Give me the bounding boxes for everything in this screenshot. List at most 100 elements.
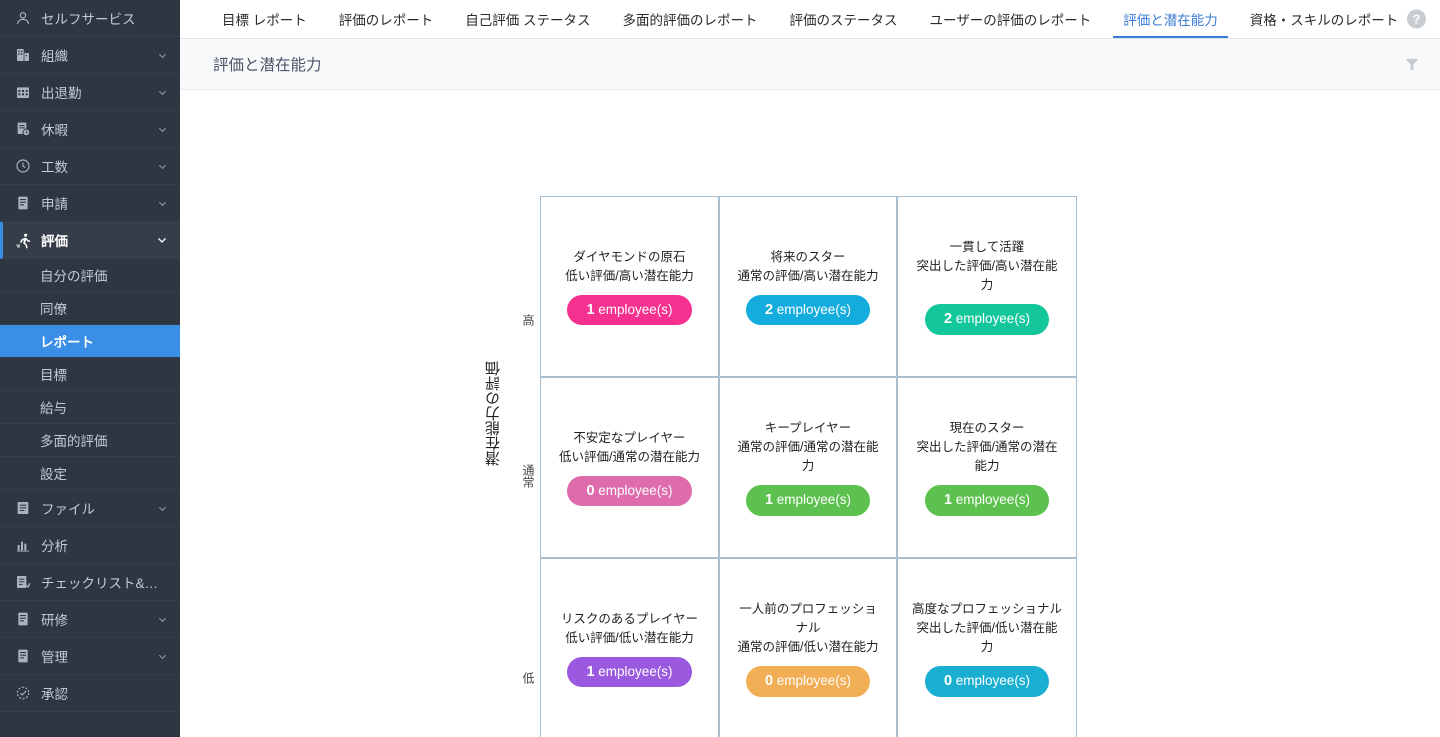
sidebar-subitem-goals[interactable]: 目標: [0, 358, 180, 391]
employee-unit-label: employee(s): [955, 492, 1031, 508]
chevron-down-icon: [156, 613, 168, 625]
sidebar-item-organization[interactable]: 組織: [0, 37, 180, 74]
matrix-cell: ダイヤモンドの原石 低い評価/高い潜在能力 1 employee(s): [540, 196, 719, 377]
tab-self-evaluation-status[interactable]: 自己評価 ステータス: [455, 0, 600, 38]
tab-goal-report[interactable]: 目標 レポート: [212, 0, 317, 38]
employee-count-badge[interactable]: 0 employee(s): [745, 666, 871, 697]
sidebar-item-label: 研修: [41, 613, 68, 628]
matrix-cell: リスクのあるプレイヤー 低い評価/低い潜在能力 1 employee(s): [540, 558, 719, 737]
tab-evaluation-status[interactable]: 評価のステータス: [780, 0, 908, 38]
sidebar-item-label: 承認: [41, 687, 68, 702]
cell-subtitle: 通常の評価/通常の潜在能力: [737, 440, 879, 474]
chevron-down-icon: [156, 234, 168, 246]
tab-label: 評価のレポート: [338, 13, 434, 28]
analytics-icon: [14, 536, 32, 554]
employee-count-badge[interactable]: 2 employee(s): [745, 294, 871, 326]
page-title: 評価と潜在能力: [213, 57, 322, 74]
sidebar-item-label: 工数: [41, 160, 68, 175]
sidebar-item-leave[interactable]: 休暇: [0, 111, 180, 148]
y-tick-low: 低: [521, 672, 535, 684]
cell-title: キープレイヤー: [764, 421, 852, 436]
matrix-cell: 一貫して活躍 突出した評価/高い潜在能力 2 employee(s): [897, 196, 1077, 377]
tab-user-evaluation-report[interactable]: ユーザーの評価のレポート: [920, 0, 1102, 38]
sidebar-item-label: 評価: [41, 234, 68, 249]
sidebar-item-evaluation[interactable]: 評価: [0, 222, 180, 259]
chevron-down-icon: [156, 86, 168, 98]
attendance-icon: [14, 83, 32, 101]
cell-subtitle: 突出した評価/通常の潜在能力: [916, 440, 1058, 474]
employee-count-badge[interactable]: 1 employee(s): [924, 485, 1050, 516]
employee-count-badge[interactable]: 2 employee(s): [924, 304, 1050, 335]
sidebar-item-worktime[interactable]: 工数: [0, 148, 180, 185]
sidebar-item-admin[interactable]: 管理: [0, 638, 180, 675]
employee-count-badge[interactable]: 1 employee(s): [745, 485, 871, 516]
admin-icon: [14, 647, 32, 665]
approval-icon: [14, 684, 32, 702]
tab-evaluation-report[interactable]: 評価のレポート: [329, 0, 444, 38]
sidebar-item-label: 組織: [41, 49, 68, 64]
sidebar-subitem-label: 自分の評価: [40, 269, 108, 284]
checklist-icon: [14, 573, 32, 591]
matrix-cell: 不安定なプレイヤー 低い評価/通常の潜在能力 0 employee(s): [540, 377, 719, 558]
sidebar-item-checklist[interactable]: チェックリスト&…: [0, 564, 180, 601]
tab-label: 評価と潜在能力: [1123, 13, 1218, 28]
employee-count-badge[interactable]: 1 employee(s): [567, 656, 692, 688]
sidebar-item-analytics[interactable]: 分析: [0, 527, 180, 564]
sidebar-item-attendance[interactable]: 出退勤: [0, 74, 180, 111]
sidebar-subitem-settings[interactable]: 設定: [0, 457, 180, 490]
y-tick-normal: 通常: [521, 464, 535, 488]
filter-icon[interactable]: [1403, 55, 1421, 73]
cell-title: 現在のスター: [949, 421, 1025, 436]
matrix-cell: 一人前のプロフェッショナル 通常の評価/低い潜在能力 0 employee(s): [719, 558, 897, 737]
sidebar: セルフサービス 組織 出退勤 休暇: [0, 0, 180, 737]
tab-evaluation-and-potential[interactable]: 評価と潜在能力: [1113, 0, 1228, 38]
employee-unit-label: employee(s): [955, 673, 1031, 689]
employee-count: 2: [943, 311, 953, 328]
chevron-down-icon: [156, 502, 168, 514]
sidebar-item-files[interactable]: ファイル: [0, 490, 180, 527]
matrix-cell: 将来のスター 通常の評価/高い潜在能力 2 employee(s): [719, 196, 897, 377]
sidebar-item-label: セルフサービス: [41, 12, 136, 27]
clock-icon: [14, 157, 32, 175]
employee-count: 1: [586, 663, 595, 680]
employee-unit-label: employee(s): [955, 311, 1031, 327]
evaluation-icon: [14, 231, 32, 249]
matrix-cell: キープレイヤー 通常の評価/通常の潜在能力 1 employee(s): [719, 377, 897, 558]
sidebar-item-label: ファイル: [41, 502, 95, 517]
employee-count-badge[interactable]: 1 employee(s): [567, 294, 692, 326]
cell-subtitle: 突出した評価/低い潜在能力: [916, 621, 1058, 655]
employee-count-badge[interactable]: 0 employee(s): [567, 475, 692, 507]
sidebar-item-approval[interactable]: 承認: [0, 675, 180, 712]
cell-title: ダイヤモンドの原石: [573, 249, 686, 264]
tab-multifaceted-evaluation-report[interactable]: 多面的評価のレポート: [613, 0, 768, 38]
file-icon: [14, 499, 32, 517]
cell-title: 一貫して活躍: [949, 240, 1025, 255]
tab-label: 資格・スキルのレポート: [1249, 13, 1399, 28]
sidebar-subitem-reports[interactable]: レポート: [0, 325, 180, 358]
employee-count: 2: [764, 301, 774, 318]
sidebar-subitem-salary[interactable]: 給与: [0, 391, 180, 424]
page-subheader: 評価と潜在能力: [180, 39, 1440, 90]
employee-count-badge[interactable]: 0 employee(s): [924, 666, 1050, 697]
sidebar-item-label: 休暇: [41, 123, 68, 138]
sidebar-subitem-peers[interactable]: 同僚: [0, 292, 180, 325]
training-icon: [14, 610, 32, 628]
building-icon: [14, 46, 32, 64]
sidebar-subitem-multifaceted[interactable]: 多面的評価: [0, 424, 180, 457]
help-icon[interactable]: ?: [1407, 9, 1426, 29]
sidebar-subitem-label: 同僚: [40, 302, 67, 317]
sidebar-item-request[interactable]: 申請: [0, 185, 180, 222]
employee-count: 1: [943, 492, 953, 509]
sidebar-item-training[interactable]: 研修: [0, 601, 180, 638]
employee-unit-label: employee(s): [598, 301, 673, 317]
chevron-down-icon: [156, 197, 168, 209]
tab-label: 目標 レポート: [222, 13, 307, 28]
tab-qualification-skill-report[interactable]: 資格・スキルのレポート: [1240, 0, 1409, 38]
sidebar-item-self-service[interactable]: セルフサービス: [0, 0, 180, 37]
sidebar-subitem-label: 給与: [40, 401, 67, 416]
sidebar-subitem-my-evaluation[interactable]: 自分の評価: [0, 259, 180, 292]
cell-title: 高度なプロフェッショナル: [912, 602, 1063, 617]
employee-count: 1: [764, 492, 774, 509]
sidebar-subitem-label: 目標: [40, 368, 67, 383]
chevron-down-icon: [156, 49, 168, 61]
